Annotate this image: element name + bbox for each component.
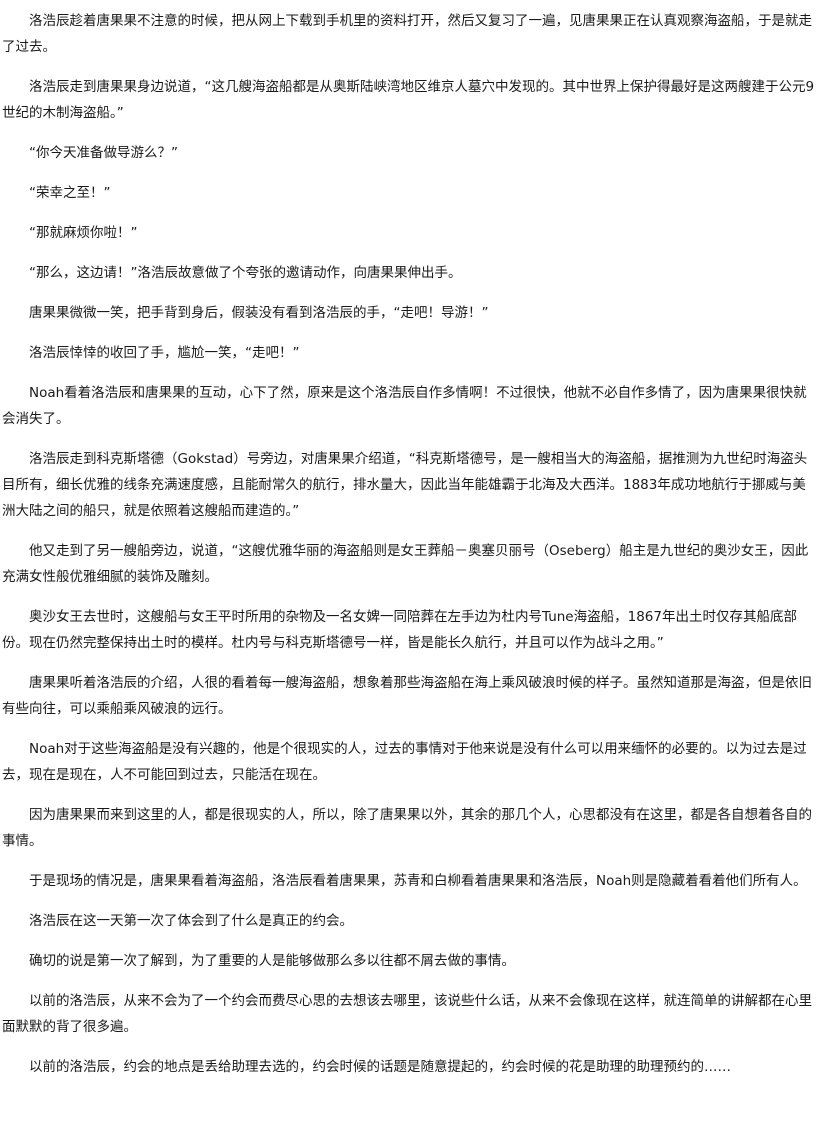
paragraph-8: 洛浩辰悻悻的收回了手，尴尬一笑，“走吧！”: [29, 345, 300, 361]
paragraph-5: “那就麻烦你啦！”: [29, 225, 138, 241]
paragraph-1: 洛浩辰趁着唐果果不注意的时候，把从网上下载到手机里的资料打开，然后又复习了一遍，…: [2, 13, 812, 55]
paragraph-17: 洛浩辰在这一天第一次了体会到了什么是真正的约会。: [29, 913, 353, 929]
paragraph-18: 确切的说是第一次了解到，为了重要的人是能够做那么多以往都不屑去做的事情。: [29, 953, 515, 969]
paragraph-12: 奥沙女王去世时，这艘船与女王平时所用的杂物及一名女婢一同陪葬在左手边为杜内号Tu…: [2, 609, 797, 651]
paragraph-16: 于是现场的情况是，唐果果看着海盗船，洛浩辰看着唐果果，苏青和白柳看着唐果果和洛浩…: [29, 873, 807, 889]
paragraph-7: 唐果果微微一笑，把手背到身后，假装没有看到洛浩辰的手，“走吧！导游！”: [29, 305, 489, 321]
paragraph-9: Noah看着洛浩辰和唐果果的互动，心下了然，原来是这个洛浩辰自作多情啊！不过很快…: [2, 385, 807, 427]
paragraph-4: “荣幸之至！”: [29, 185, 111, 201]
paragraph-2: 洛浩辰走到唐果果身边说道，“这几艘海盗船都是从奥斯陆峡湾地区维京人墓穴中发现的。…: [2, 79, 815, 121]
paragraph-15: 因为唐果果而来到这里的人，都是很现实的人，所以，除了唐果果以外，其余的那几个人，…: [2, 807, 812, 849]
paragraph-13: 唐果果听着洛浩辰的介绍，人很的看着每一艘海盗船，想象着那些海盗船在海上乘风破浪时…: [2, 675, 812, 717]
paragraph-20: 以前的洛浩辰，约会的地点是丢给助理去选的，约会时候的话题是随意提起的，约会时候的…: [29, 1059, 731, 1075]
paragraph-11: 他又走到了另一艘船旁边，说道，“这艘优雅华丽的海盗船则是女王葬船－奥塞贝丽号（O…: [2, 543, 809, 585]
paragraph-3: “你今天准备做导游么？”: [29, 145, 178, 161]
paragraph-10: 洛浩辰走到科克斯塔德（Gokstad）号旁边，对唐果果介绍道，“科克斯塔德号，是…: [2, 451, 808, 519]
paragraph-6: “那么，这边请！”洛浩辰故意做了个夸张的邀请动作，向唐果果伸出手。: [29, 265, 462, 281]
paragraph-19: 以前的洛浩辰，从来不会为了一个约会而费尽心思的去想该去哪里，该说些什么话，从来不…: [2, 993, 812, 1035]
paragraph-14: Noah对于这些海盗船是没有兴趣的，他是个很现实的人，过去的事情对于他来说是没有…: [2, 741, 807, 783]
